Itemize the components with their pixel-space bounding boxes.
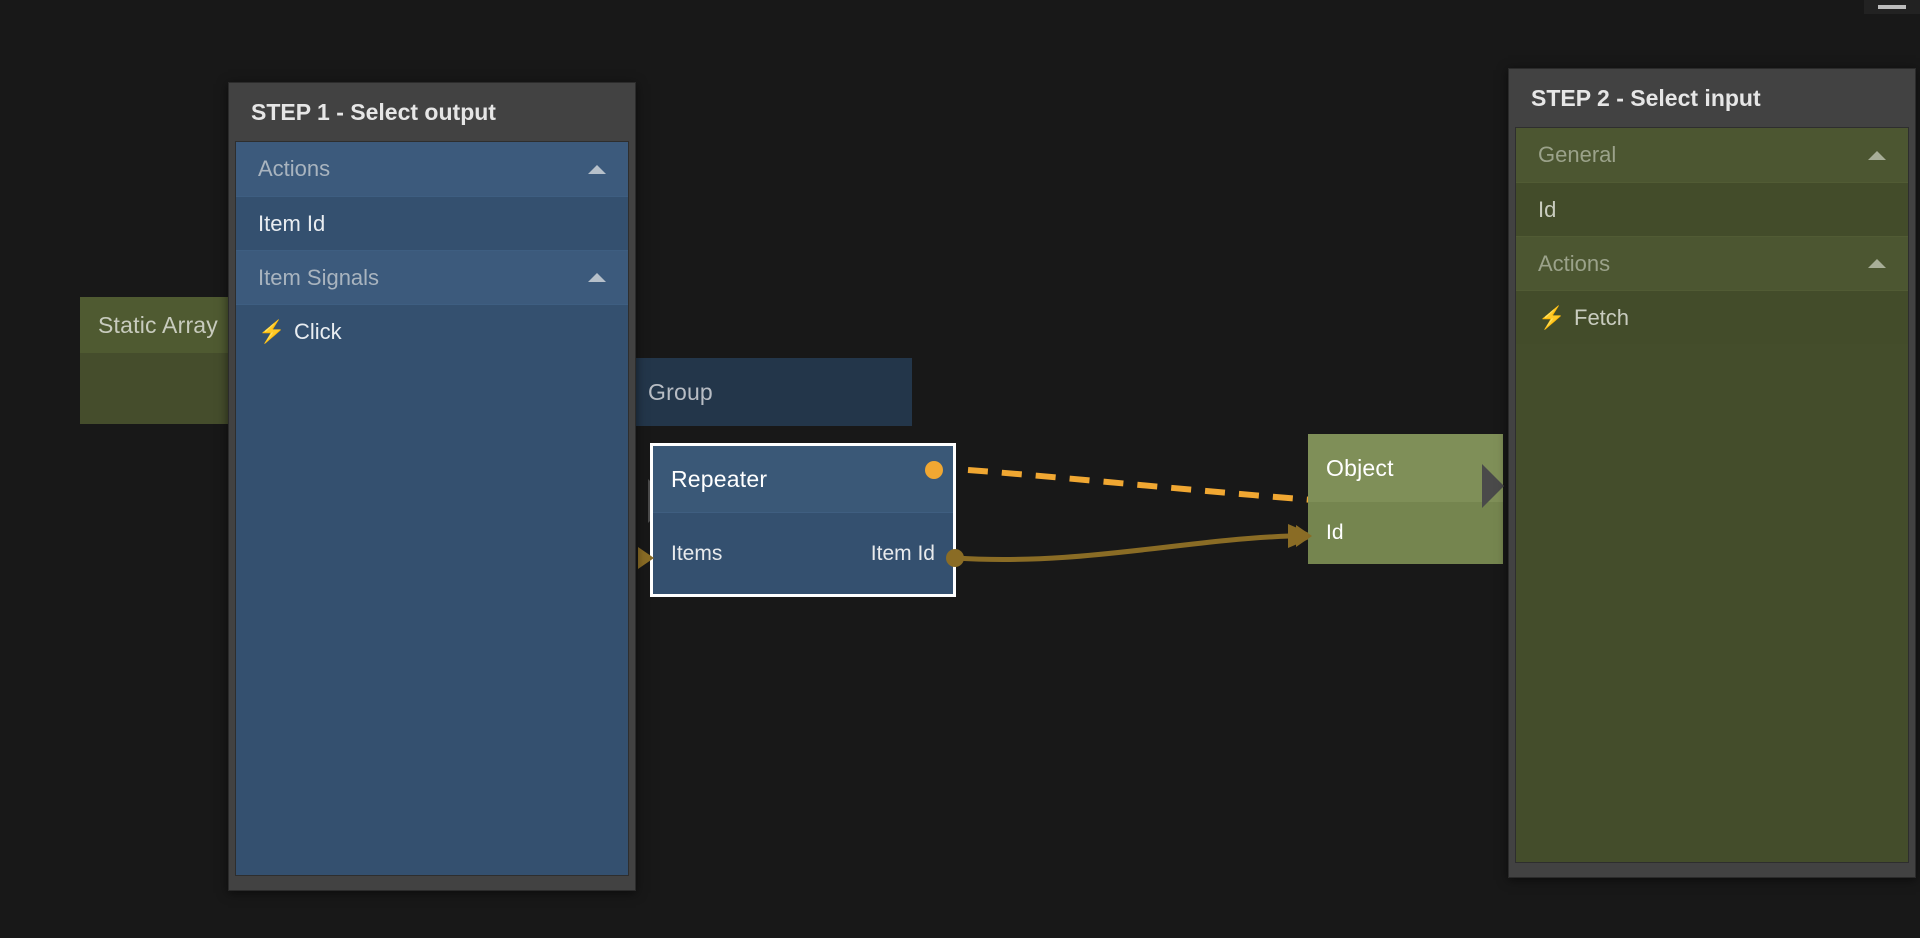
node-object[interactable]: Object Id [1308, 434, 1503, 564]
hamburger-menu-icon [1878, 5, 1906, 9]
node-object-input-label: Id [1326, 521, 1344, 544]
step2-group-general-label: General [1538, 142, 1617, 167]
repeater-signal-output-port[interactable] [925, 461, 943, 479]
step1-group-actions-label: Actions [258, 156, 331, 181]
step2-panel[interactable]: STEP 2 - Select input General Id Actions… [1508, 68, 1916, 878]
chevron-up-icon[interactable] [1868, 150, 1886, 160]
window-menu-button[interactable] [1864, 0, 1920, 14]
step2-item-id-label: Id [1538, 196, 1557, 222]
step2-group-general[interactable]: General [1516, 128, 1908, 182]
step2-title: STEP 2 - Select input [1531, 84, 1761, 111]
node-group-title: Group [648, 378, 713, 405]
step2-item-fetch-label: Fetch [1574, 304, 1630, 330]
data-connection-wire [954, 533, 1291, 562]
step1-title: STEP 1 - Select output [251, 98, 496, 125]
step1-item-item-id-label: Item Id [258, 210, 326, 236]
step2-item-fetch[interactable]: ⚡ Fetch [1516, 290, 1908, 344]
object-id-input-port[interactable] [1296, 525, 1312, 547]
step1-item-click[interactable]: ⚡ Click [236, 304, 628, 358]
step2-item-id[interactable]: Id [1516, 182, 1908, 236]
step2-group-actions-label: Actions [1538, 250, 1611, 276]
node-repeater-title: Repeater [653, 446, 953, 512]
step2-list[interactable]: General Id Actions ⚡ Fetch [1515, 127, 1909, 863]
node-object-id-row: Id [1308, 502, 1503, 564]
node-repeater[interactable]: Repeater Items Item Id [650, 443, 956, 597]
node-group[interactable]: Group [630, 358, 912, 426]
step1-item-item-id[interactable]: Item Id [236, 196, 628, 250]
step1-panel[interactable]: STEP 1 - Select output Actions Item Id I… [228, 82, 636, 891]
step1-group-item-signals[interactable]: Item Signals [236, 250, 628, 304]
step1-group-actions[interactable]: Actions [236, 142, 628, 196]
step1-item-click-label: Click [294, 318, 342, 344]
lightning-bolt-icon: ⚡ [258, 318, 286, 344]
step1-group-item-signals-label: Item Signals [258, 264, 380, 290]
lightning-bolt-icon: ⚡ [1538, 304, 1566, 330]
step1-list[interactable]: Actions Item Id Item Signals ⚡ Click [235, 141, 629, 876]
chevron-up-icon[interactable] [1868, 259, 1886, 268]
object-signal-input-notch[interactable] [1482, 464, 1504, 508]
step2-group-actions[interactable]: Actions [1516, 236, 1908, 290]
node-repeater-ports-row: Items Item Id [653, 512, 953, 594]
node-repeater-output-label: Item Id [870, 541, 935, 565]
repeater-items-input-port[interactable] [638, 547, 654, 569]
chevron-up-icon[interactable] [588, 164, 606, 174]
node-object-title: Object [1308, 434, 1503, 502]
repeater-item-id-output-port[interactable] [946, 549, 964, 567]
chevron-up-icon[interactable] [588, 273, 606, 282]
node-repeater-input-label: Items [671, 541, 723, 565]
